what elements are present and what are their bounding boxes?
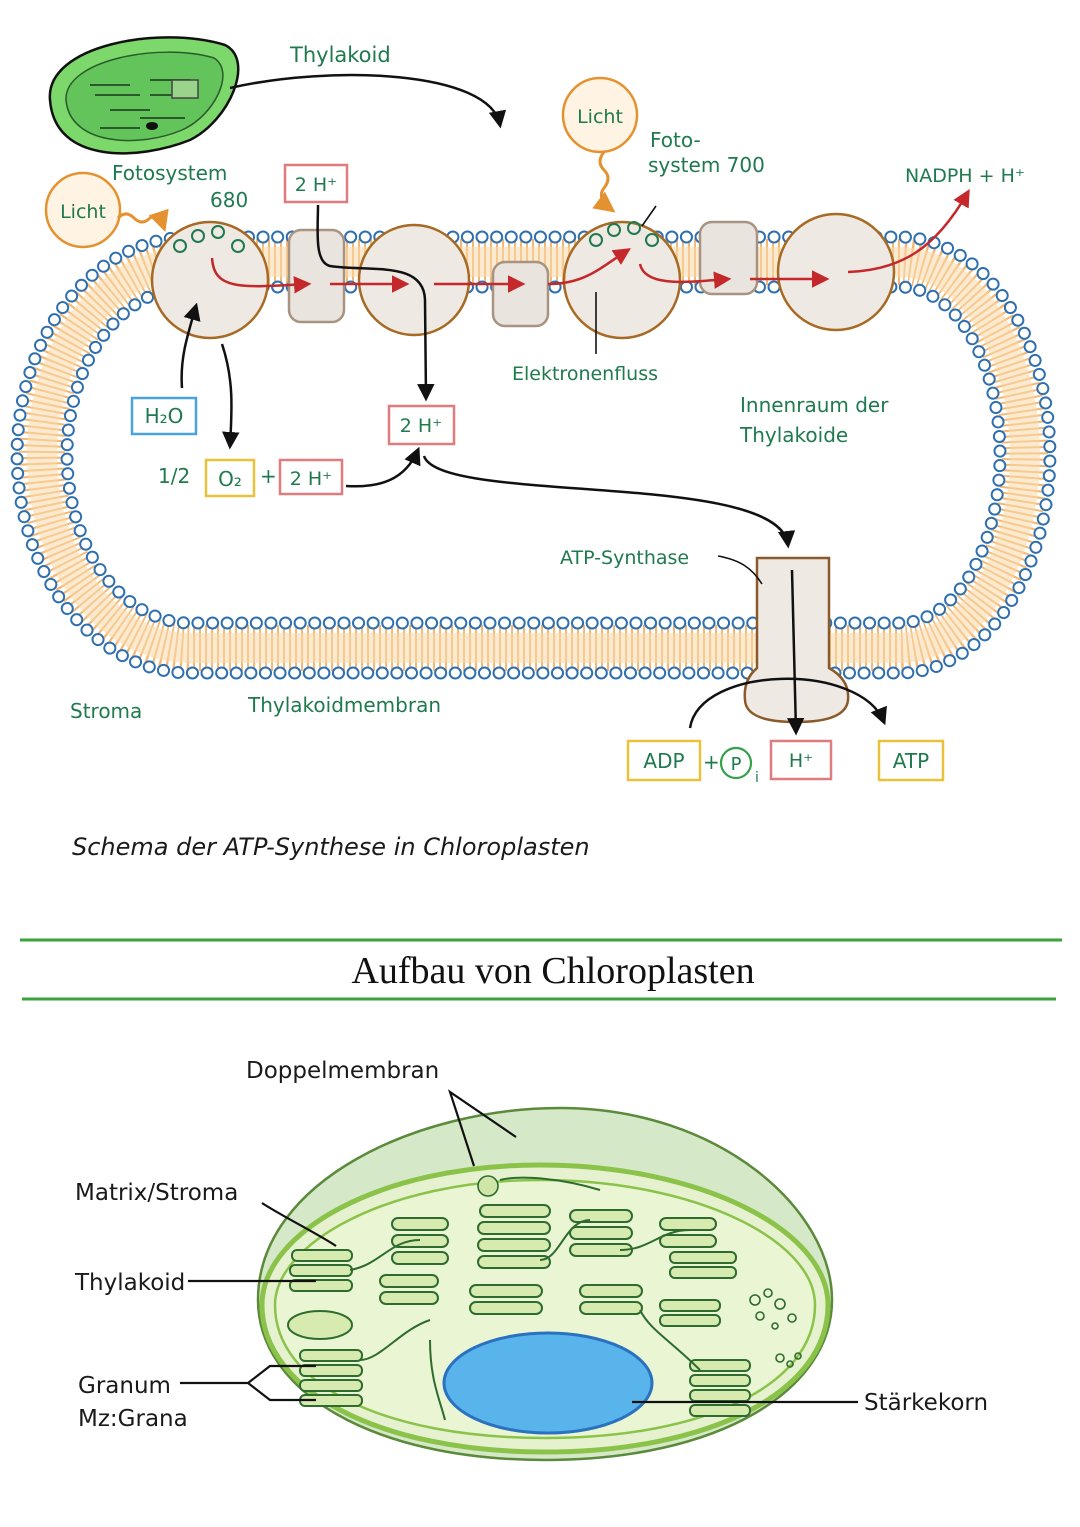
light-arrow-right <box>592 151 616 213</box>
label-fotosystem-700-1: Foto- <box>650 128 701 152</box>
h2o-box <box>130 396 198 436</box>
section-title: Aufbau von Chloroplasten <box>351 950 754 992</box>
label-o2: O₂ <box>218 467 242 491</box>
label-doppelmembran: Doppelmembran <box>246 1058 439 1084</box>
chloroplast-icon <box>48 36 240 155</box>
plastoglobuli <box>477 1175 802 1368</box>
two-h-low-box <box>278 458 344 496</box>
label-innenraum-1: Innenraum der <box>740 393 889 417</box>
granum-left <box>287 1249 363 1407</box>
bottom-leader-lines <box>180 1089 858 1404</box>
adp-box <box>626 739 702 782</box>
two-h-top-box <box>283 163 349 204</box>
label-innenraum-2: Thylakoide <box>739 423 848 447</box>
electron-carrier-1 <box>357 223 471 337</box>
photosystem-700 <box>562 220 682 340</box>
label-h2o: H₂O <box>145 404 184 428</box>
label-thylakoidmembran: Thylakoidmembran <box>247 693 441 717</box>
label-plus-1: + <box>260 464 277 488</box>
label-two-h-top: 2 H⁺ <box>295 174 337 196</box>
carrier-complex <box>491 260 550 328</box>
top-diagram-labels: Thylakoid Licht Fotosystem 680 2 H⁺ Lich… <box>60 43 1025 861</box>
light-arrow-left <box>116 208 169 232</box>
label-granum: Granum <box>78 1373 171 1399</box>
stroma-lamellae <box>349 1176 701 1421</box>
light-source-left <box>44 171 122 249</box>
label-fotosystem-680-1: Fotosystem <box>112 161 227 185</box>
phosphate-circle <box>719 746 753 780</box>
label-staerkekorn: Stärkekorn <box>864 1390 988 1416</box>
atp-box <box>877 739 945 782</box>
label-pi-sub: i <box>755 770 759 786</box>
label-adp: ADP <box>643 749 684 773</box>
nadp-reductase <box>776 212 896 332</box>
label-p: P <box>731 754 742 775</box>
electron-flow-arrows <box>210 188 970 294</box>
label-atp: ATP <box>893 749 929 773</box>
label-thylakoid: Thylakoid <box>74 1270 185 1296</box>
label-two-h-low: 2 H⁺ <box>290 468 332 490</box>
cytochrome-complex <box>287 228 346 324</box>
label-half: 1/2 <box>158 464 190 488</box>
label-plus-2: + <box>703 750 720 774</box>
label-matrix-stroma: Matrix/Stroma <box>75 1180 238 1206</box>
h-plus-box <box>769 739 833 781</box>
photosystem-680 <box>150 220 270 340</box>
chloroplast-structure <box>256 1106 834 1462</box>
label-atp-synthase: ATP-Synthase <box>560 547 689 569</box>
thylakoid-membrane <box>10 230 1057 680</box>
o2-box <box>204 458 256 498</box>
label-licht-right: Licht <box>577 106 623 128</box>
label-two-h-mid: 2 H⁺ <box>400 415 442 437</box>
starch-grain <box>442 1331 654 1435</box>
light-source-right <box>561 76 639 154</box>
caption: Schema der ATP-Synthese in Chloroplasten <box>72 833 590 861</box>
arrow-to-thylakoid <box>229 73 507 129</box>
label-elektronenfluss: Elektronenfluss <box>512 363 658 385</box>
granum-center <box>379 1204 717 1315</box>
label-stroma: Stroma <box>70 699 142 723</box>
ferredoxin-complex <box>698 220 759 296</box>
label-fotosystem-700-2: system 700 <box>648 153 765 177</box>
granum-right <box>659 1251 751 1417</box>
label-nadph: NADPH + H⁺ <box>905 165 1025 187</box>
label-h-plus: H⁺ <box>789 750 813 772</box>
label-grana: Mz:Grana <box>78 1406 188 1432</box>
process-arrows <box>180 204 887 736</box>
label-thylakoid-top: Thylakoid <box>289 43 391 67</box>
label-fotosystem-680-2: 680 <box>210 188 248 212</box>
label-licht-left: Licht <box>60 201 106 223</box>
bottom-diagram-labels: Doppelmembran Matrix/Stroma Thylakoid Gr… <box>74 1058 988 1432</box>
two-h-mid-box <box>387 404 456 446</box>
